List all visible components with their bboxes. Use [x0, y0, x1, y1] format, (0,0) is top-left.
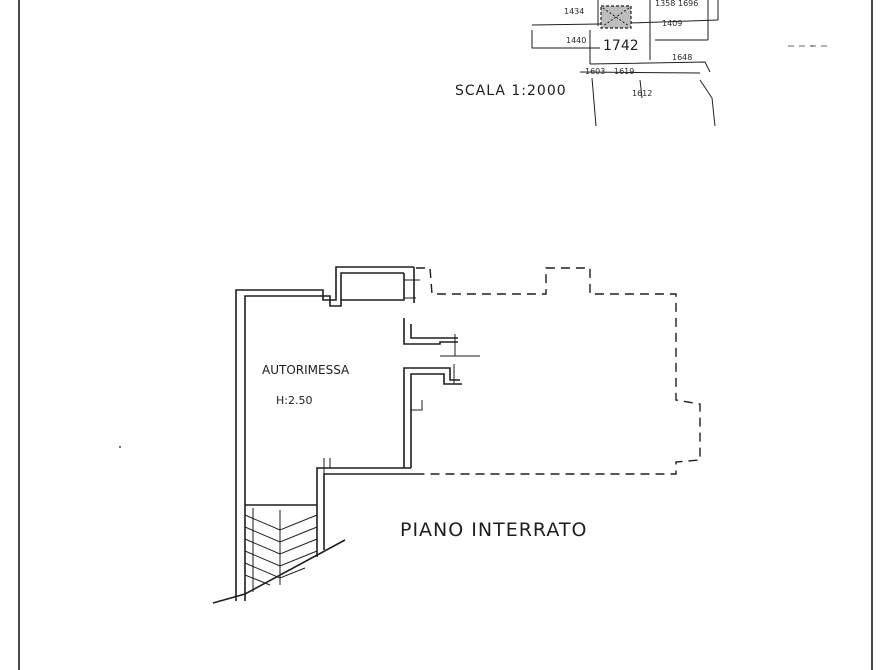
parcel-label: 1648	[672, 53, 692, 62]
parcel-label: 1434	[564, 7, 584, 16]
ramp-hatch	[244, 504, 318, 592]
floor-title: PIANO INTERRATO	[400, 519, 587, 541]
building-above-outline	[416, 267, 701, 475]
scale-label: SCALA 1:2000	[455, 83, 567, 99]
parcel-label: 1612	[632, 89, 652, 98]
parcel-label: 1358	[655, 0, 675, 8]
parcel-label: 1603	[585, 67, 605, 76]
scan-noise	[119, 45, 813, 448]
parcel-label: 1440	[566, 36, 586, 45]
parcel-number: 1742	[603, 38, 639, 54]
floor-plan: AUTORIMESSA H:2.50 PIANO INTERRATO	[212, 266, 701, 604]
parcel-label: 1409	[662, 19, 682, 28]
cadastral-map: 1434 1358 1696 1409 1440 1648 1603 1619 …	[455, 0, 830, 127]
parcel-label: 1696	[678, 0, 698, 8]
ground-line	[212, 539, 346, 604]
parcel-label: 1619	[614, 67, 634, 76]
room-height: H:2.50	[276, 394, 312, 407]
room-name: AUTORIMESSA	[262, 363, 350, 377]
page-frame	[18, 0, 873, 670]
